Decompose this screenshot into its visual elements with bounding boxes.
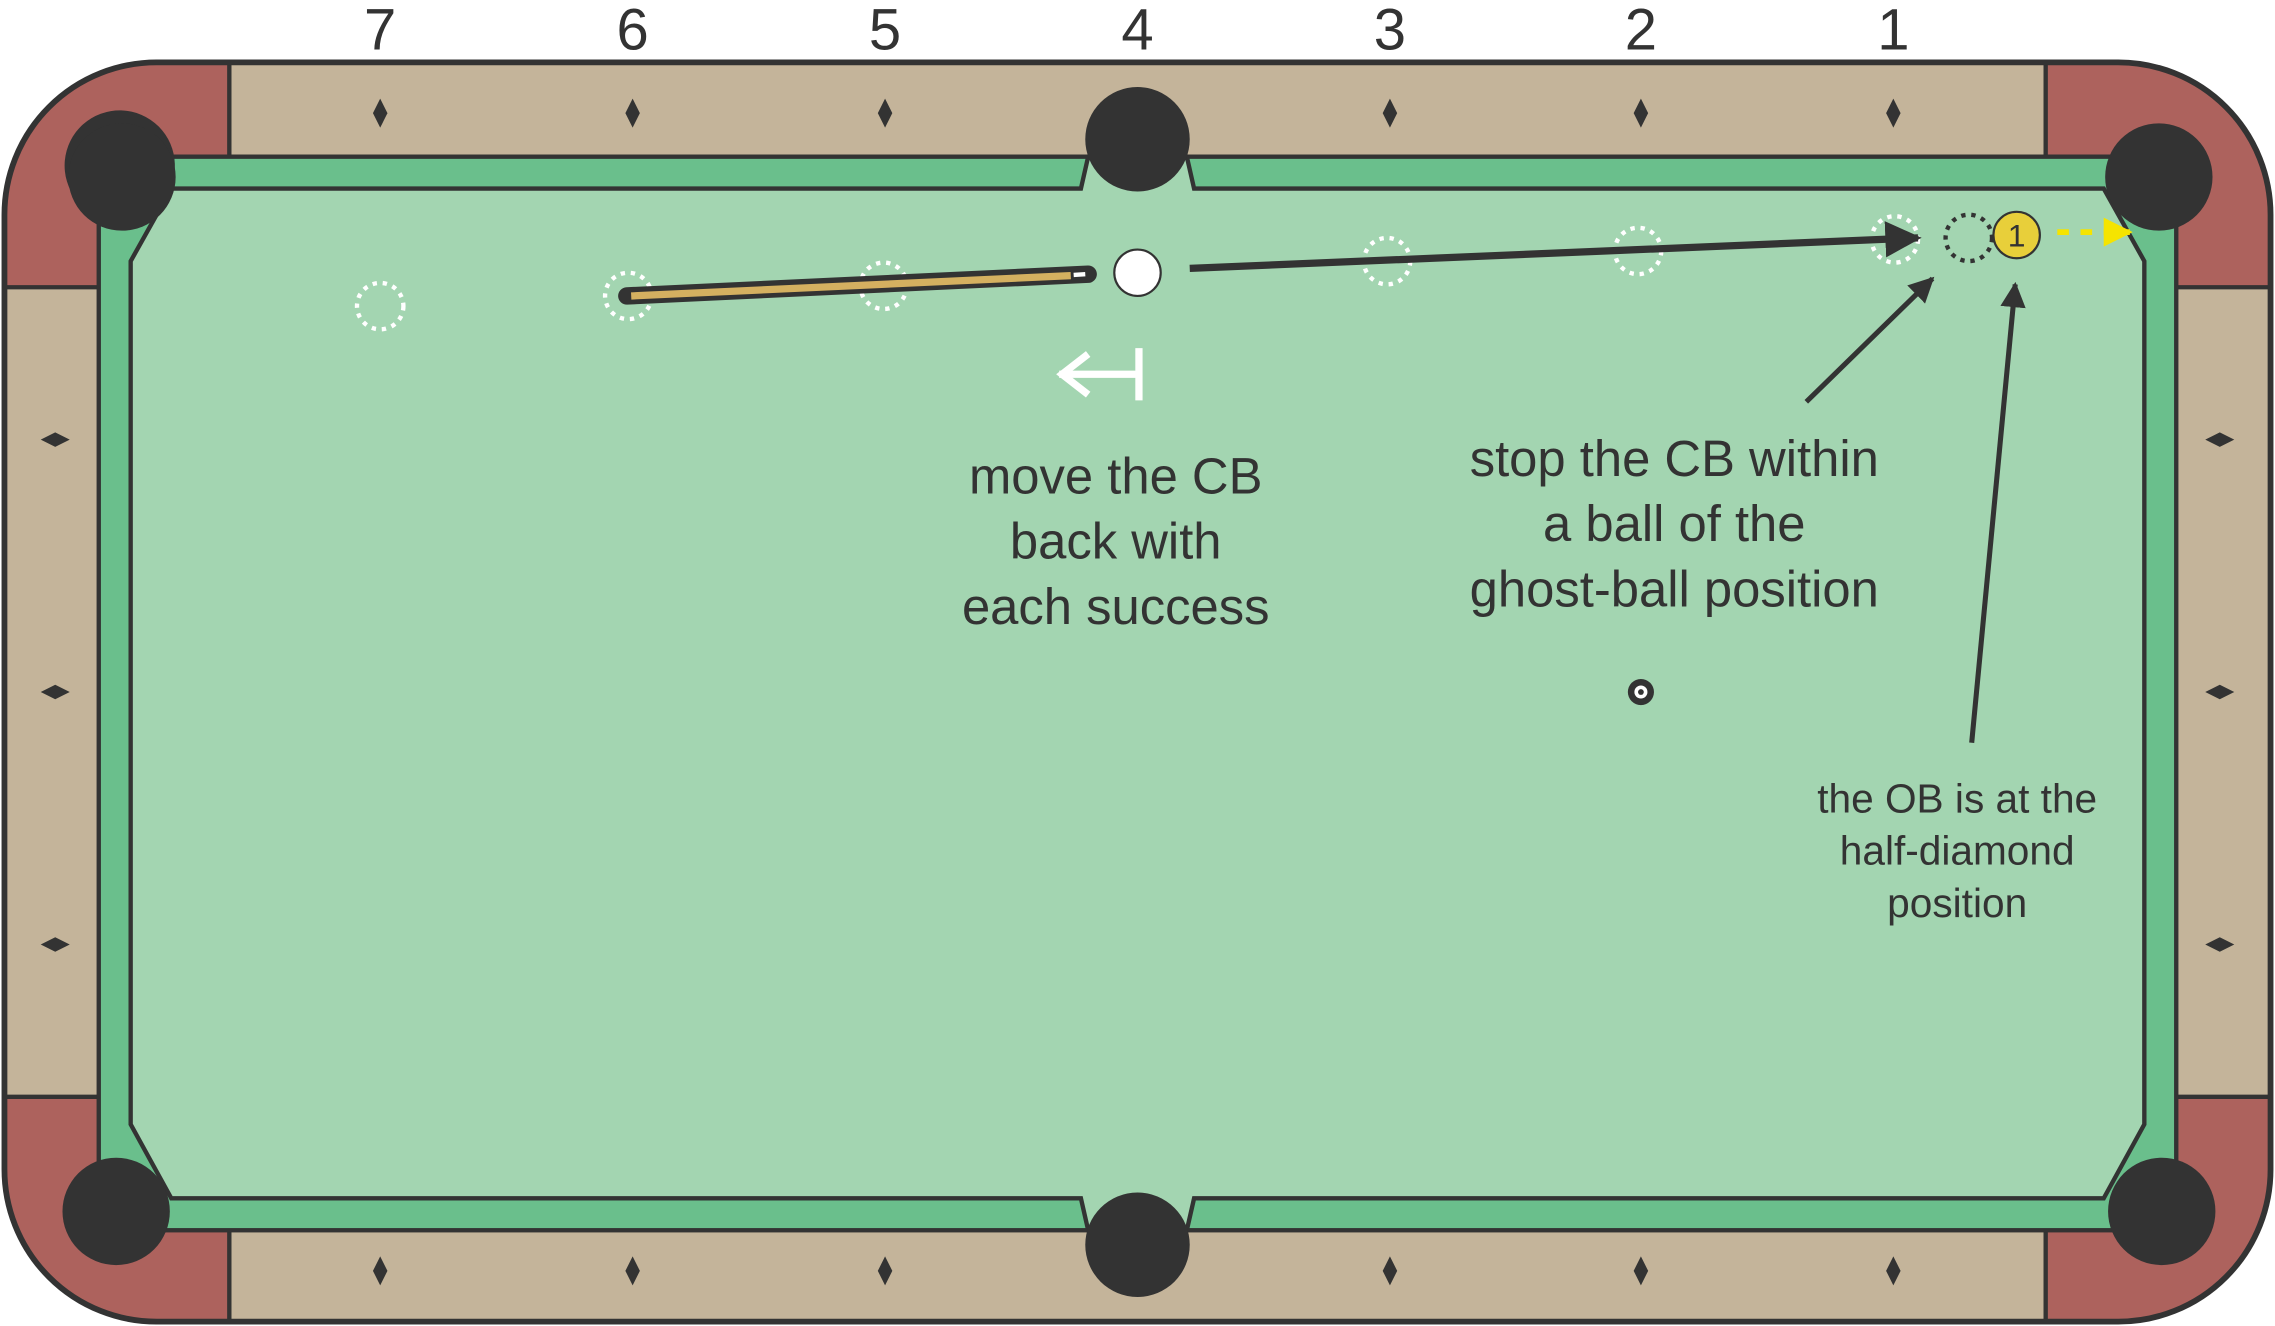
pocket-bottom-right	[2108, 1157, 2216, 1266]
ghost-ball-target	[1943, 212, 1995, 264]
diamond-number: 4	[1121, 0, 1153, 62]
move-back-arrow-icon	[1056, 348, 1143, 401]
object-ball: 1	[1992, 210, 2041, 260]
diamonds	[40, 98, 2235, 1286]
diamond-marker	[877, 1256, 893, 1286]
pocket-top-right	[2105, 123, 2213, 231]
ghost-ball	[354, 280, 406, 332]
svg-text:1: 1	[2008, 218, 2026, 254]
diamond-number: 2	[1625, 0, 1657, 62]
label-line: move the CB	[969, 447, 1262, 504]
pointer-arrow-ob	[1969, 281, 2026, 744]
pockets	[62, 87, 2216, 1297]
diamond-marker	[40, 684, 70, 700]
diamond-marker	[1886, 1256, 1901, 1286]
cue-ball	[1113, 248, 1162, 298]
pointer-arrow-ghost	[1804, 276, 1935, 404]
table-spot	[1627, 678, 1654, 706]
diamond-marker	[40, 937, 70, 952]
diamond-marker	[1886, 98, 1901, 128]
diamond-marker	[372, 98, 388, 128]
diamond-marker	[877, 98, 893, 128]
diamond-marker	[1633, 98, 1649, 128]
label-line: back with	[1010, 513, 1222, 570]
label-line: the OB is at the	[1817, 775, 2097, 821]
label-line: each success	[962, 578, 1270, 635]
diamond-marker	[1382, 98, 1398, 128]
diamond-marker	[2205, 937, 2235, 952]
label-line: stop the CB within	[1470, 430, 1879, 487]
label-stop-cb: stop the CB within a ball of the ghost-b…	[1470, 430, 1879, 618]
cue-stick	[618, 265, 1097, 305]
pocket-top-side	[1085, 87, 1190, 192]
label-line: half-diamond	[1840, 828, 2075, 874]
pocket-bottom-left	[62, 1157, 170, 1266]
diamond-marker	[1382, 1256, 1398, 1286]
diamond-marker	[2205, 432, 2235, 447]
cue-ball-path-arrow	[1189, 221, 1922, 273]
felt	[128, 154, 2147, 1233]
label-line: a ball of the	[1543, 495, 1805, 552]
diamond-number: 3	[1374, 0, 1406, 62]
label-move-cb: move the CB back with each success	[962, 447, 1270, 635]
label-line: position	[1887, 880, 2027, 926]
diamond-marker	[40, 432, 70, 447]
diamond-number: 7	[364, 0, 396, 62]
diamond-marker	[2205, 684, 2235, 700]
diamond-number: 6	[617, 0, 649, 62]
diamond-marker	[372, 1256, 388, 1286]
diamond-marker	[625, 1256, 640, 1286]
diamond-number: 5	[869, 0, 901, 62]
diamond-marker	[1633, 1256, 1649, 1286]
label-line: ghost-ball position	[1470, 560, 1879, 617]
pocket-bottom-side	[1085, 1192, 1190, 1297]
diamond-marker	[625, 98, 640, 128]
pocket-top-left	[68, 123, 176, 231]
diamond-number: 1	[1877, 0, 1909, 62]
label-ob-position: the OB is at the half-diamond position	[1817, 775, 2097, 925]
